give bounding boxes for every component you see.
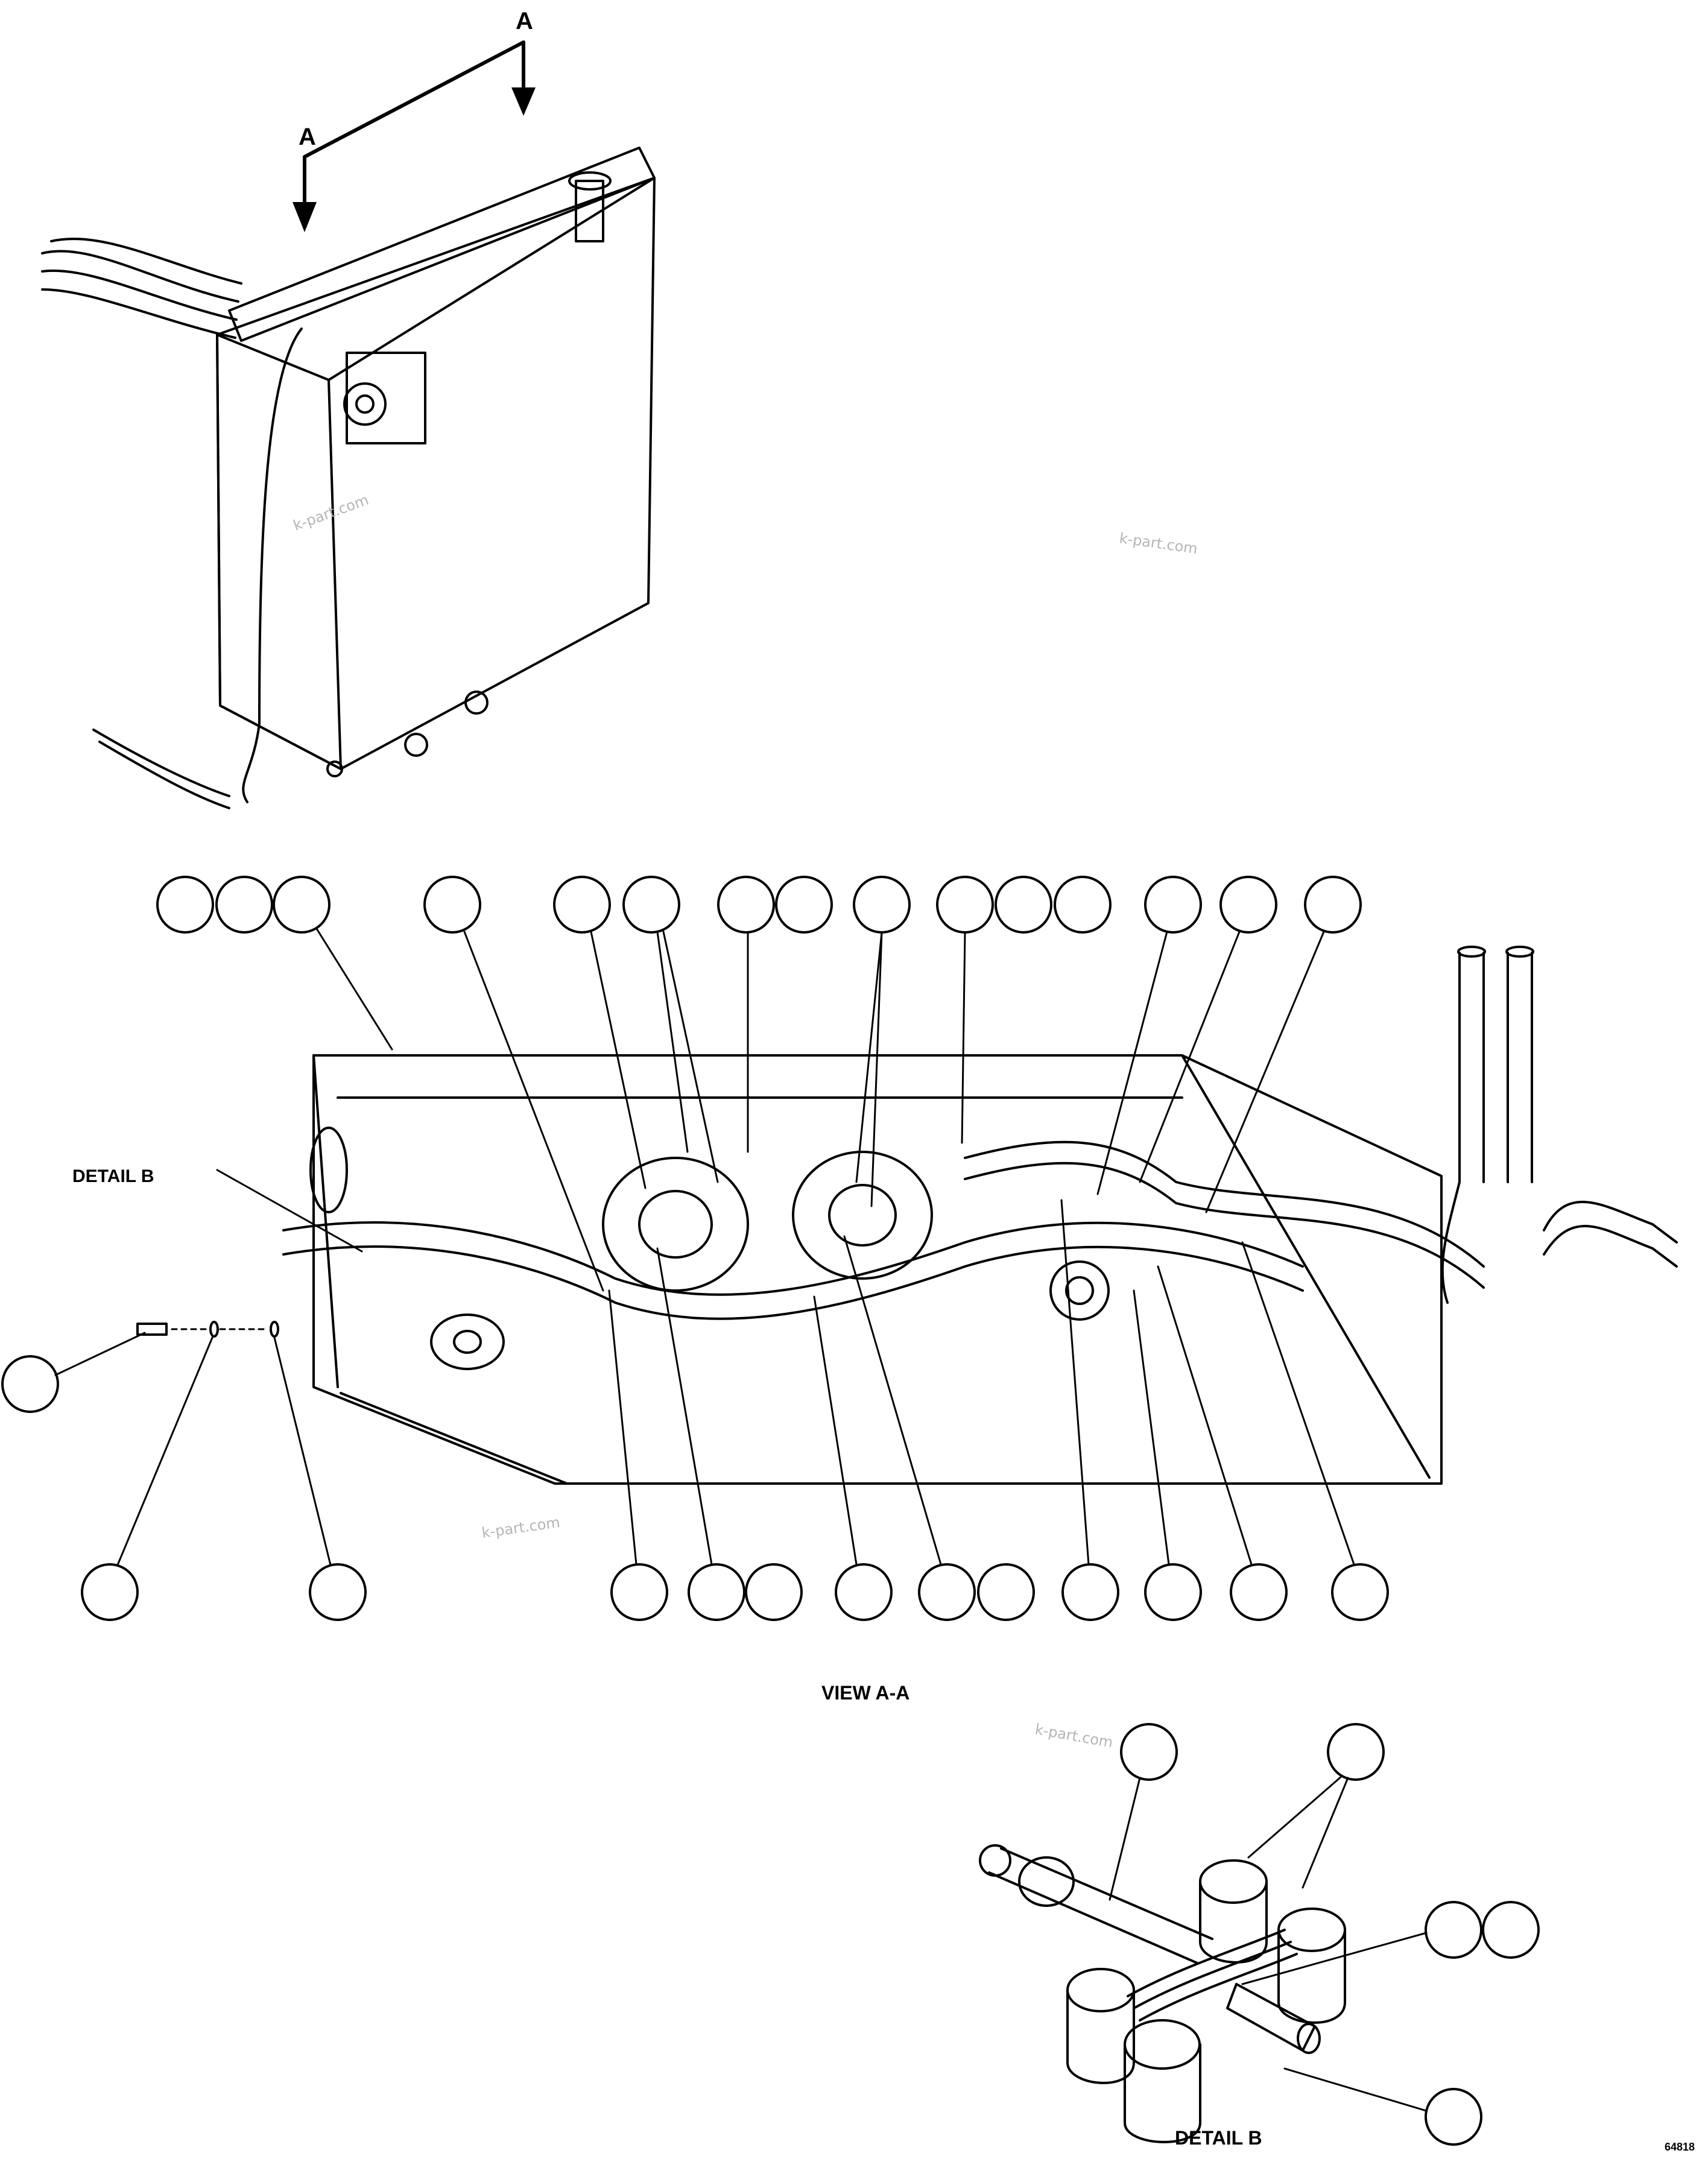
callout-balloons (1, 876, 1540, 2146)
radiator-side-panel (216, 333, 342, 770)
callout-balloon (156, 876, 214, 934)
callout-balloon (273, 876, 331, 934)
callout-balloon (977, 1563, 1035, 1621)
detail-b-clamp (979, 1844, 1346, 2143)
callout-balloon (1425, 1901, 1482, 1959)
leader-lines (54, 928, 1428, 2112)
callout-balloon (1425, 2088, 1482, 2146)
callout-balloon (1, 1355, 59, 1413)
pump-housing-left (602, 1157, 749, 1292)
callout-balloon (553, 876, 611, 934)
callout-balloon (309, 1563, 367, 1621)
side-tube (242, 327, 303, 803)
callout-balloon (423, 876, 481, 934)
radiator-assembly-view (41, 40, 656, 809)
callout-balloon (1219, 876, 1277, 934)
filler-knob (1049, 1260, 1110, 1321)
callout-balloon (835, 1563, 893, 1621)
hose-run-2 (964, 1140, 1485, 1268)
callout-balloon (853, 876, 911, 934)
clamp-cushion (1066, 1859, 1346, 2143)
corner-code: 64818 (1665, 2141, 1695, 2153)
exploded-parts (136, 1321, 279, 1338)
callout-balloon (1304, 876, 1362, 934)
callout-balloon (936, 876, 994, 934)
callout-balloon (610, 1563, 668, 1621)
pump-housing-right (792, 1151, 933, 1280)
callout-balloon (745, 1563, 803, 1621)
radiator-top-tank (228, 147, 656, 342)
callout-balloon (1144, 1563, 1202, 1621)
pressure-sensor (343, 352, 426, 444)
callout-balloon (215, 876, 273, 934)
callout-balloon (1144, 876, 1202, 934)
detail-b-title: DETAIL B (1175, 2127, 1262, 2149)
callout-balloon (995, 876, 1052, 934)
watermark: k-part.com (291, 492, 370, 534)
section-letter-left: A (299, 124, 316, 150)
watermark: k-part.com (1034, 1721, 1115, 1751)
section-letter-right: A (516, 8, 533, 34)
callout-balloon (1120, 1723, 1178, 1781)
filler-neck (568, 171, 612, 242)
watermark: k-part.com (1118, 529, 1198, 557)
callout-balloon (717, 876, 775, 934)
callout-balloon (688, 1563, 745, 1621)
vertical-pipes (1441, 946, 1534, 1304)
section-arrow-a-a (293, 40, 536, 232)
lower-sensor (430, 1313, 505, 1370)
hose-run-1 (282, 1221, 1304, 1296)
left-end-cap (309, 1127, 348, 1213)
radiator-core (216, 177, 656, 770)
callout-balloon (1331, 1563, 1389, 1621)
view-a-a (136, 946, 1678, 1485)
callout-balloon (1327, 1723, 1385, 1781)
callout-balloon (622, 876, 680, 934)
detail-b-callout-label: DETAIL B (72, 1166, 154, 1186)
callout-balloon (775, 876, 833, 934)
callout-balloon (1230, 1563, 1288, 1621)
callout-balloon (81, 1563, 139, 1621)
upper-left-hoses (41, 238, 242, 339)
callout-balloon (918, 1563, 976, 1621)
callout-balloon (1482, 1901, 1540, 1959)
callout-balloon (1054, 876, 1112, 934)
callout-balloon (1061, 1563, 1119, 1621)
watermark: k-part.com (481, 1514, 561, 1541)
view-title: VIEW A-A (821, 1682, 909, 1704)
